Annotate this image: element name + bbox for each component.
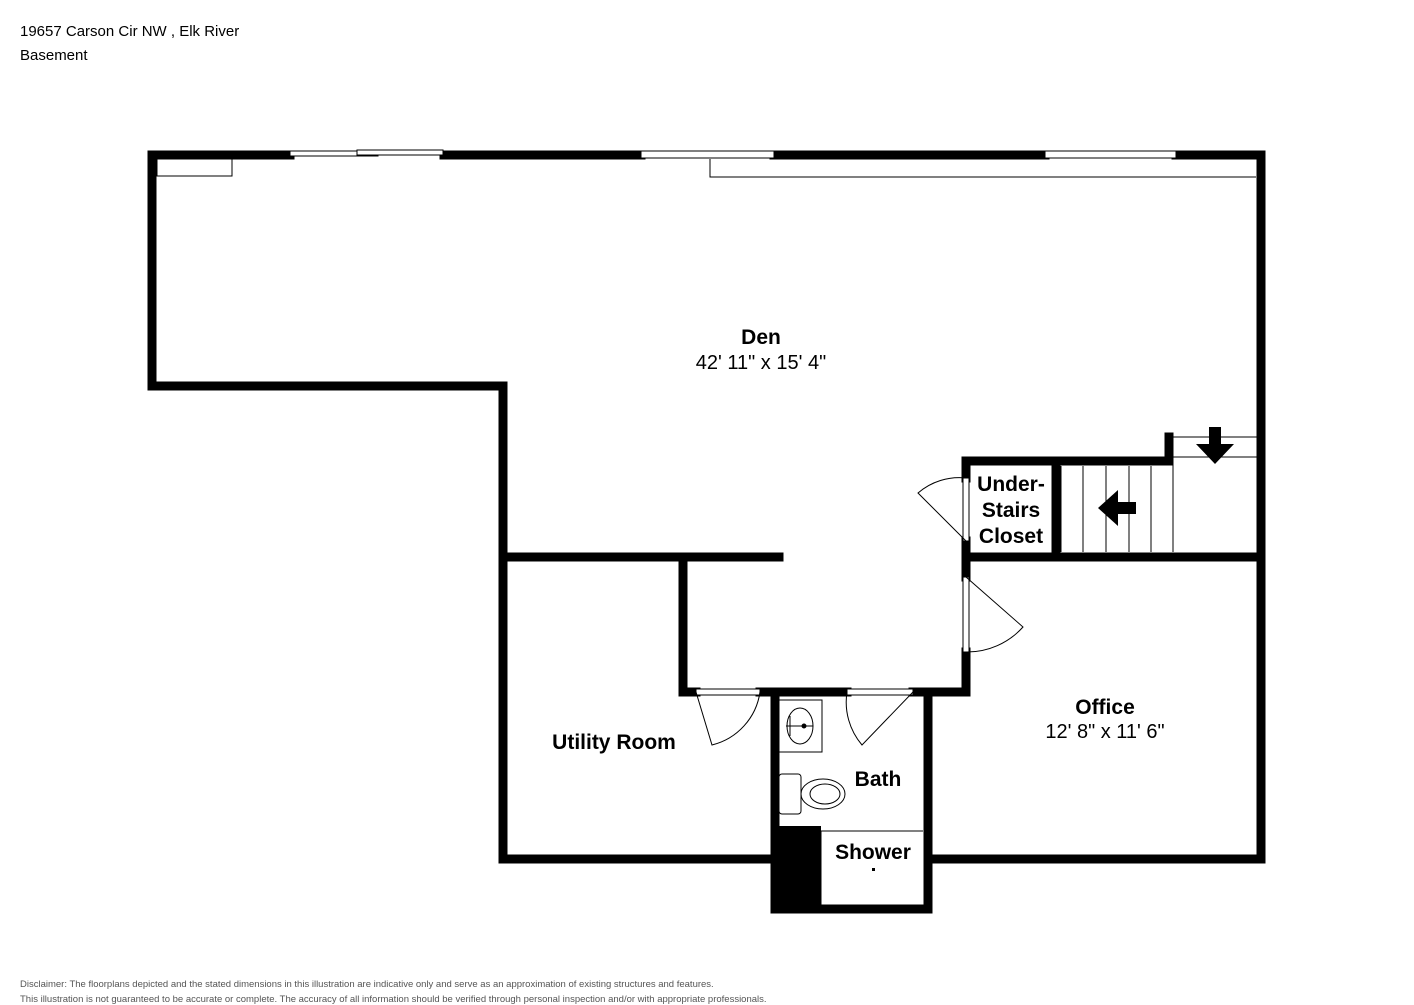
room-name-under-stairs-line2: Stairs: [982, 499, 1040, 522]
room-name-office: Office: [1075, 696, 1135, 719]
shower-drain-icon: [872, 868, 875, 871]
doors: [695, 477, 1024, 746]
stairs: [1060, 436, 1257, 552]
shower-stall: [775, 826, 923, 909]
address-text: 19657 Carson Cir NW , Elk River: [20, 23, 240, 40]
room-name-shower: Shower: [835, 841, 911, 864]
room-dimensions-den: 42' 11" x 15' 4": [696, 352, 826, 374]
floor-level-text: Basement: [20, 47, 88, 64]
windows: [289, 149, 1177, 159]
room-name-bath: Bath: [855, 768, 902, 791]
sink-icon: [778, 699, 823, 753]
room-name-den: Den: [741, 326, 781, 349]
counters: [156, 159, 1256, 178]
toilet-icon: [778, 773, 846, 815]
disclaimer-line-1: Disclaimer: The floorplans depicted and …: [20, 979, 714, 990]
room-name-under-stairs-line3: Closet: [979, 525, 1043, 548]
walls: [147, 150, 1266, 914]
stair-arrow-down-icon: [1196, 427, 1234, 464]
room-dimensions-office: 12' 8" x 11' 6": [1045, 721, 1164, 743]
stair-arrow-left-icon: [1098, 490, 1136, 526]
room-name-utility: Utility Room: [552, 731, 676, 754]
room-name-under-stairs-line1: Under-: [977, 473, 1045, 496]
